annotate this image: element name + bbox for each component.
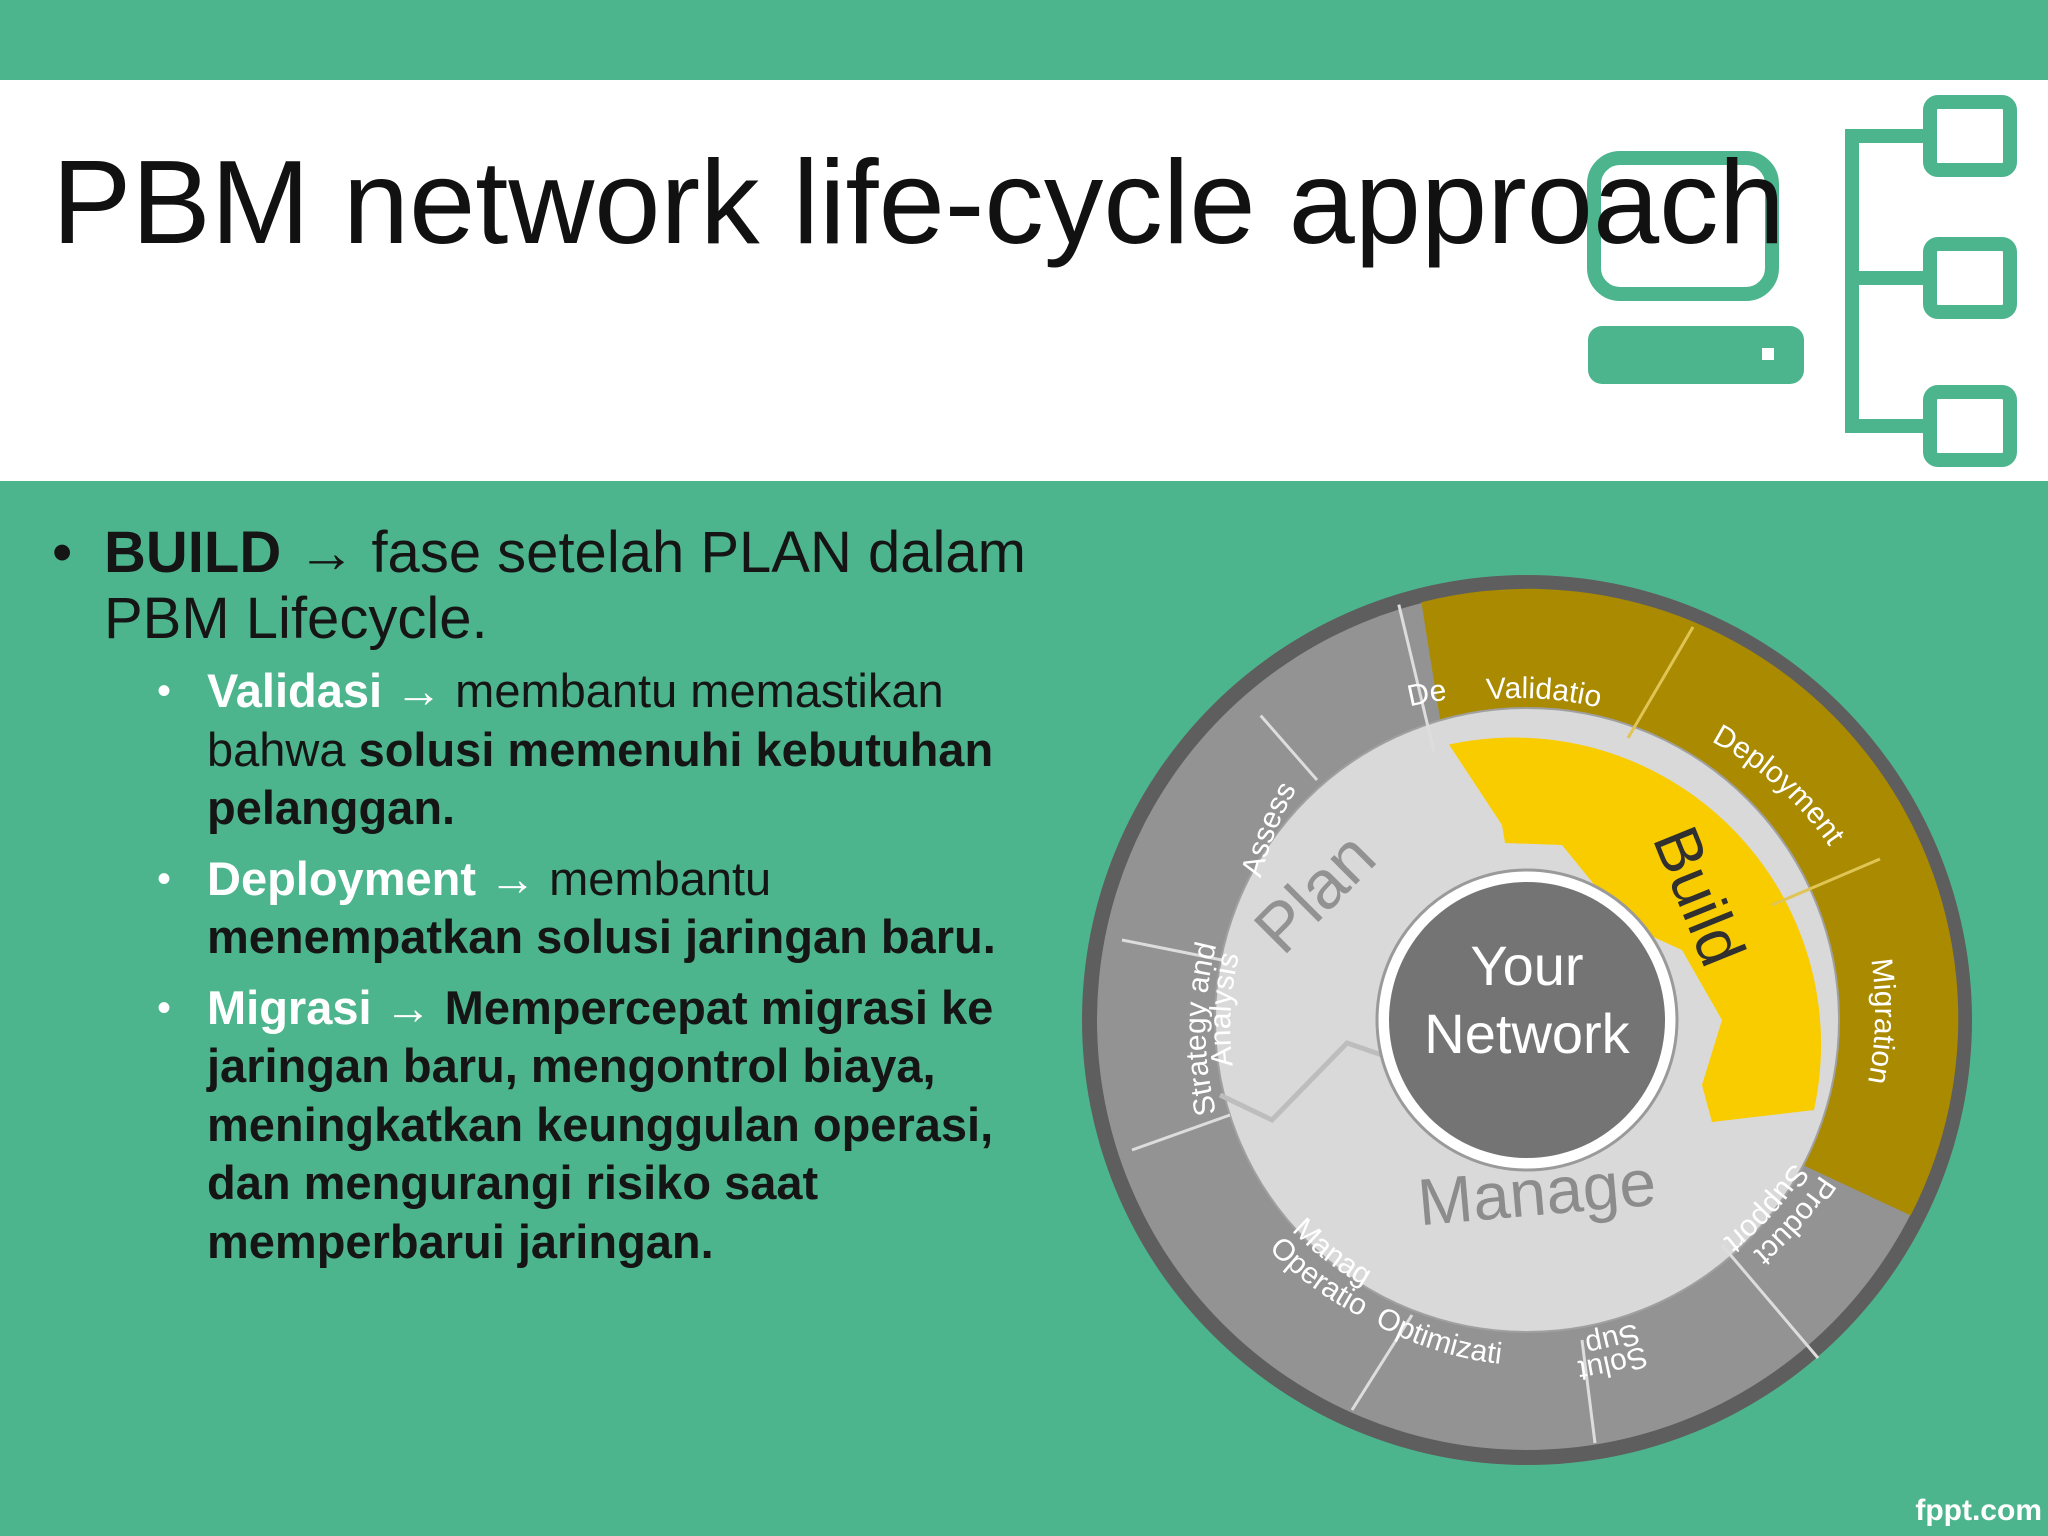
slide-title: PBM network life-cycle approach: [52, 136, 1785, 269]
bullet-dot: •: [52, 520, 73, 585]
pbm-lifecycle-diagram: Your Network Plan Build Manage Design As…: [1082, 575, 1972, 1465]
arrow-icon: →: [395, 664, 443, 717]
sub-bullet-migrasi: • Migrasi → Mempercepat migrasi ke jarin…: [157, 979, 1062, 1272]
center-label-line2: Network: [1424, 1002, 1630, 1065]
center-disk: [1389, 882, 1665, 1158]
migrasi-keyword: Migrasi: [207, 980, 372, 1034]
sub-bullet-validasi: • Validasi → membantu memastikan bahwa s…: [157, 662, 1062, 838]
sub-bullet-dot: •: [157, 985, 172, 1030]
network-logo-icon: [1587, 95, 2017, 467]
arrow-icon: →: [297, 520, 356, 585]
top-accent-band: [0, 0, 2048, 80]
arrow-icon: →: [384, 980, 432, 1034]
sub-bullet-deployment: • Deployment → membantu menempatkan solu…: [157, 850, 1062, 967]
deployment-bold-text: menempatkan solusi jaringan baru.: [207, 910, 996, 963]
validasi-bold-text: solusi memenuhi kebutuhan pelanggan.: [207, 722, 994, 835]
sub-bullet-dot: •: [157, 669, 172, 713]
arrow-icon: →: [489, 851, 537, 905]
build-keyword: BUILD: [104, 520, 282, 585]
center-label-line1: Your: [1470, 934, 1583, 997]
title-area: [0, 80, 2048, 481]
bullet-build: • BUILD → fase setelah PLAN dalam PBM Li…: [52, 520, 1062, 652]
sub-bullet-dot: •: [157, 856, 172, 901]
build-zone: [1449, 737, 1822, 1122]
build-description: fase setelah PLAN dalam PBM Lifecycle.: [104, 520, 1026, 651]
deployment-text: membantu: [536, 851, 772, 905]
validasi-keyword: Validasi: [207, 664, 383, 717]
validasi-text: membantu memastikan bahwa: [207, 664, 944, 776]
footer-brand: fppt.com: [1915, 1494, 2042, 1527]
deployment-keyword: Deployment: [207, 851, 476, 905]
bullet-list: • BUILD → fase setelah PLAN dalam PBM Li…: [52, 520, 1062, 1271]
migrasi-bold-text: Mempercepat migrasi ke jaringan baru, me…: [207, 980, 994, 1268]
